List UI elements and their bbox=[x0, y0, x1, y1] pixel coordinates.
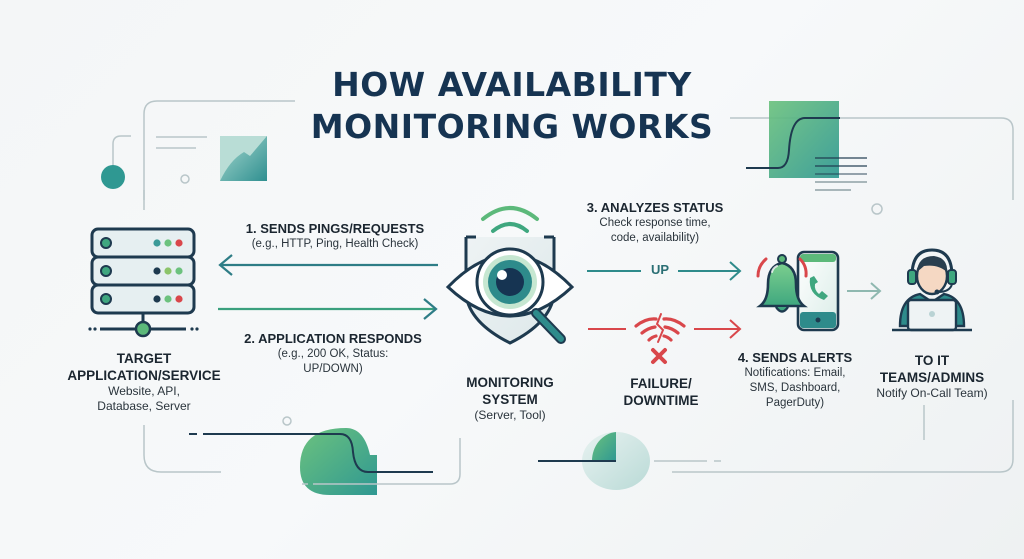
step-3-sub-line-2: code, availability) bbox=[610, 232, 700, 244]
target-title-line-1: TARGET bbox=[116, 351, 172, 366]
green-square-top-right bbox=[769, 101, 839, 178]
step-3-title: 3. ANALYZES STATUS bbox=[586, 200, 724, 215]
target-application-label: TARGET APPLICATION/SERVICE Website, API,… bbox=[44, 350, 244, 414]
step-2-label: 2. APPLICATION RESPONDS (e.g., 200 OK, S… bbox=[228, 331, 438, 377]
step-2-sub-line-1: (e.g., 200 OK, Status: bbox=[277, 348, 389, 360]
monitor-sub: (Server, Tool) bbox=[474, 408, 546, 422]
up-status-label: UP bbox=[650, 262, 670, 277]
frame-line-bottom-left bbox=[143, 425, 221, 473]
target-sub-line-2: Database, Server bbox=[97, 399, 191, 413]
arrow-to-teams bbox=[847, 282, 882, 300]
teams-title-line-2: TEAMS/ADMINS bbox=[879, 370, 985, 385]
title-line-1: HOW AVAILABILITY bbox=[332, 65, 692, 104]
alerts-sub-line-3: PagerDuty) bbox=[765, 397, 825, 409]
sends-alerts-label: 4. SENDS ALERTS Notifications: Email, SM… bbox=[720, 350, 870, 411]
teams-title-line-1: TO IT bbox=[914, 353, 950, 368]
monitoring-system-label: MONITORING SYSTEM (Server, Tool) bbox=[430, 374, 590, 423]
alerts-title: 4. SENDS ALERTS bbox=[737, 350, 853, 365]
title-line-2: MONITORING WORKS bbox=[310, 107, 714, 146]
alerts-sub-line-1: Notifications: Email, bbox=[744, 367, 846, 379]
frame-line-top-left bbox=[143, 100, 295, 200]
frame-line-bottom-right bbox=[672, 400, 1014, 473]
failure-downtime-label: FAILURE/ DOWNTIME bbox=[606, 375, 716, 409]
failure-line-1: FAILURE/ bbox=[630, 376, 692, 391]
arrow-up-path bbox=[587, 261, 742, 281]
it-teams-label: TO IT TEAMS/ADMINS Notify On-Call Team) bbox=[860, 352, 1004, 401]
step-3-label: 3. ANALYZES STATUS Check response time, … bbox=[580, 200, 730, 246]
step-1-sub: (e.g., HTTP, Ping, Health Check) bbox=[251, 238, 419, 250]
step-1-label: 1. SENDS PINGS/REQUESTS (e.g., HTTP, Pin… bbox=[228, 221, 442, 252]
monitor-title-line-2: SYSTEM bbox=[482, 392, 538, 407]
node-dot-top-left bbox=[101, 165, 125, 189]
alerts-sub-line-2: SMS, Dashboard, bbox=[749, 382, 841, 394]
teams-sub: Notify On-Call Team) bbox=[876, 386, 988, 400]
connector-top-left bbox=[112, 135, 131, 178]
failure-line-2: DOWNTIME bbox=[623, 393, 699, 408]
bell-phone-icon bbox=[756, 250, 840, 332]
arrow-failure-path bbox=[588, 319, 742, 339]
arrow-sends-requests bbox=[218, 254, 438, 276]
target-title-line-2: APPLICATION/SERVICE bbox=[67, 368, 221, 383]
step-1-title: 1. SENDS PINGS/REQUESTS bbox=[245, 221, 425, 236]
support-agent-icon bbox=[892, 248, 972, 332]
target-sub-line-1: Website, API, bbox=[108, 384, 180, 398]
broken-wifi-icon bbox=[634, 313, 686, 364]
step-3-sub-line-1: Check response time, bbox=[599, 217, 711, 229]
server-rack-icon bbox=[88, 227, 199, 338]
green-semicircle-bottom bbox=[300, 428, 377, 495]
step-2-sub-line-2: UP/DOWN) bbox=[303, 363, 363, 375]
monitor-title-line-1: MONITORING bbox=[466, 375, 554, 390]
eye-shield-magnifier-icon bbox=[445, 206, 575, 345]
frame-line-top-right bbox=[730, 117, 1014, 200]
step-2-title: 2. APPLICATION RESPONDS bbox=[244, 331, 422, 346]
page-title: HOW AVAILABILITY MONITORING WORKS bbox=[0, 64, 1024, 148]
arrow-application-responds bbox=[218, 298, 438, 320]
